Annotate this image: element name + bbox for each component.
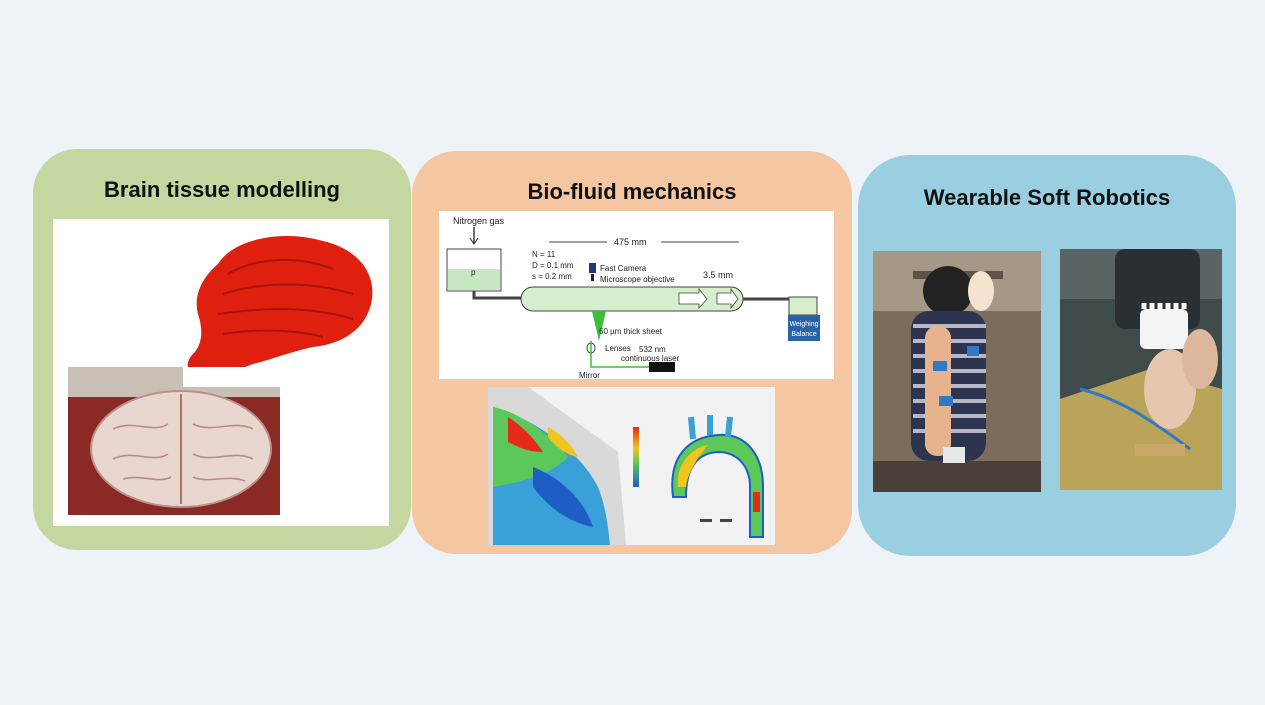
laser-source — [649, 362, 675, 372]
experiment-schematic: Nitrogen gas p 475 mm N = 11 D = 0.1 mm … — [439, 211, 834, 380]
cfd-simulation — [488, 387, 775, 545]
svg-text:N = 11: N = 11 — [532, 250, 556, 259]
panel-title: Bio-fluid mechanics — [527, 179, 737, 204]
svg-text:532 nm: 532 nm — [639, 345, 666, 354]
length-label: 475 mm — [614, 237, 647, 247]
channel — [520, 286, 744, 312]
camera-icon — [589, 263, 596, 273]
svg-text:s = 0.2 mm: s = 0.2 mm — [532, 272, 572, 281]
child-wearable-photo — [873, 251, 1041, 492]
laser-sheet — [592, 311, 606, 341]
soft-robotic-glove — [1140, 309, 1188, 349]
nitrogen-label: Nitrogen gas — [453, 216, 505, 226]
svg-text:Microscope objective: Microscope objective — [600, 275, 675, 284]
brain-image-frame — [53, 219, 389, 526]
svg-text:D = 0.1 mm: D = 0.1 mm — [532, 261, 574, 270]
panel-title: Brain tissue modelling — [104, 177, 340, 202]
face-mask — [968, 271, 994, 311]
svg-text:60 µm thick sheet: 60 µm thick sheet — [599, 327, 663, 336]
svg-text:Mirror: Mirror — [579, 371, 600, 379]
svg-text:Balance: Balance — [791, 331, 816, 338]
weighing-balance — [788, 315, 820, 341]
svg-text:continuous laser: continuous laser — [621, 354, 680, 363]
hand-device-photo — [1060, 249, 1222, 490]
svg-text:Weighing: Weighing — [789, 321, 818, 328]
colorbar — [633, 427, 639, 487]
red-brain-model — [187, 235, 373, 380]
svg-text:3.5 mm: 3.5 mm — [703, 270, 733, 280]
panel-title: Wearable Soft Robotics — [923, 185, 1171, 210]
brain-model-image — [68, 235, 373, 515]
svg-text:Fast Camera: Fast Camera — [600, 264, 647, 273]
svg-text:Lenses: Lenses — [605, 344, 631, 353]
svg-text:p: p — [471, 268, 476, 277]
